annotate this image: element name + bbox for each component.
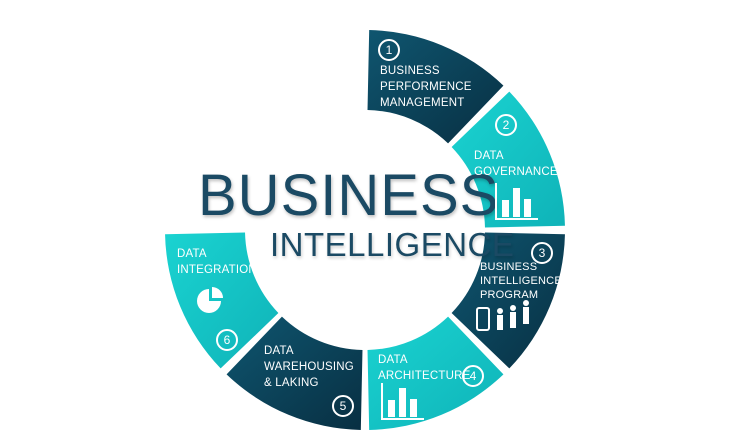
segment-label-3: BUSINESS INTELLIGENCE PROGRAM	[480, 260, 562, 302]
bar-chart-icon	[381, 383, 424, 420]
segment-3	[451, 232, 565, 369]
segment-label-1: BUSINESS PERFORMENCE MANAGEMENT	[380, 63, 472, 111]
label-line: WAREHOUSING	[264, 361, 354, 373]
label-line: PERFORMENCE	[380, 81, 472, 93]
step-number-1: 1	[378, 39, 400, 61]
label-line: MANAGEMENT	[380, 97, 465, 109]
label-line: BUSINESS	[380, 65, 440, 77]
title-intelligence: INTELLIGENCE	[270, 226, 515, 263]
label-line: ARCHITECTURE	[378, 370, 471, 382]
label-line: BUSINESS	[480, 261, 538, 273]
segment-label-6: DATA INTEGRATION	[177, 246, 257, 278]
segment-2	[451, 91, 565, 228]
label-line: INTELLIGENCE	[480, 275, 562, 287]
step-number-2: 2	[495, 114, 517, 136]
segment-label-5: DATA WAREHOUSING & LAKING	[264, 343, 354, 391]
segment-6	[165, 232, 279, 369]
label-line: DATA	[264, 345, 294, 357]
segment-1	[367, 30, 504, 144]
step-number-3: 3	[531, 242, 553, 264]
label-line: PROGRAM	[480, 289, 539, 301]
label-line: & LAKING	[264, 377, 319, 389]
segment-label-4: DATA ARCHITECTURE	[378, 352, 471, 384]
label-line: DATA	[474, 150, 504, 162]
pie-chart-icon	[197, 287, 223, 313]
segment-label-2: DATA GOVERNANCE	[474, 148, 558, 180]
label-line: GOVERNANCE	[474, 166, 558, 178]
people-phone-icon	[476, 300, 529, 331]
step-number-4: 4	[462, 365, 484, 387]
title-business: BUSINESS	[198, 163, 500, 228]
segment-5	[226, 316, 363, 430]
step-number-6: 6	[216, 329, 238, 351]
step-number-5: 5	[332, 395, 354, 417]
bar-chart-icon	[495, 183, 538, 220]
label-line: DATA	[378, 354, 408, 366]
label-line: INTEGRATION	[177, 264, 257, 276]
label-line: DATA	[177, 248, 207, 260]
